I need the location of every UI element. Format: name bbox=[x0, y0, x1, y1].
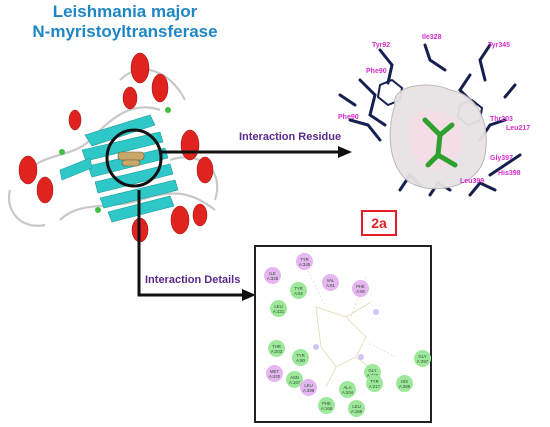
interaction-residue-label: Interaction Residue bbox=[238, 131, 343, 143]
label-3d-leu399: Leu399 bbox=[460, 178, 484, 185]
residue-number: A:167 bbox=[288, 379, 301, 385]
label-3d-tyr345: Tyr345 bbox=[488, 42, 510, 49]
residue-number: A:168 bbox=[320, 405, 333, 411]
label-3d-leu217: Leu217 bbox=[506, 125, 530, 132]
residue-number: A:420 bbox=[268, 373, 281, 379]
title-line-2: N-myristoyltransferase bbox=[32, 22, 218, 41]
residue-name: ALA bbox=[343, 384, 352, 390]
residue-number: A:169 bbox=[350, 408, 363, 414]
label-3d-ile328: Ile328 bbox=[422, 34, 442, 41]
residue-name: GLY bbox=[418, 353, 427, 359]
residue-name: ILE bbox=[269, 270, 276, 276]
residue-number: A:203 bbox=[270, 348, 283, 354]
residue-number: A:204 bbox=[341, 389, 354, 395]
arrow-head-right-top bbox=[338, 146, 352, 158]
residue-name: HIS bbox=[400, 378, 409, 384]
residue-name: TYR bbox=[300, 256, 309, 262]
residue-name: TYR bbox=[296, 352, 305, 358]
label-3d-phe90: Phe90 bbox=[366, 68, 387, 75]
residue-number: A:80 bbox=[296, 357, 305, 363]
residue-name: LEU bbox=[304, 382, 313, 388]
residue-name: THR bbox=[272, 343, 281, 349]
residue-name: TYR bbox=[370, 378, 379, 384]
residue-name: VAL bbox=[326, 277, 335, 283]
residue-number: A:217 bbox=[368, 383, 381, 389]
residue-number: A:398 bbox=[398, 383, 411, 389]
residue-name: ASN bbox=[290, 374, 299, 380]
residue-number: A:345 bbox=[298, 261, 311, 267]
label-3d-gly397: Gly397 bbox=[490, 155, 513, 162]
arrow-head-right-bottom bbox=[242, 289, 256, 301]
residue-number: A:397 bbox=[416, 358, 429, 364]
residue-name: GLY bbox=[368, 367, 377, 373]
interaction-details-label: Interaction Details bbox=[144, 274, 242, 286]
label-3d-tyr92: Tyr92 bbox=[372, 42, 390, 49]
residue-number: A:81 bbox=[326, 282, 335, 288]
residue-number: A:92 bbox=[294, 290, 303, 296]
residue-name: LEU bbox=[352, 403, 361, 409]
residue-number: A:328 bbox=[266, 275, 279, 281]
label-3d-thr203: Thr203 bbox=[490, 116, 513, 123]
residue-name: LEU bbox=[274, 303, 283, 309]
residue-name: MET bbox=[269, 368, 280, 374]
title-line-1: Leishmania major bbox=[52, 2, 198, 21]
residue-name: PHE bbox=[322, 400, 331, 406]
residue-name: TYR bbox=[294, 285, 303, 291]
label-3d-his398: His398 bbox=[498, 170, 521, 177]
binding-site-3d-view: Tyr92 Ile328 Tyr345 Phe90 Phe90 Leu217 T… bbox=[338, 34, 530, 197]
figure-label: 2a bbox=[361, 210, 397, 236]
residue-name: PHE bbox=[356, 283, 365, 289]
label-3d-phe90-b: Phe90 bbox=[338, 114, 359, 121]
residue-number: A:90 bbox=[356, 288, 365, 294]
residue-number: A:421 bbox=[272, 308, 285, 314]
residue-number: A:399 bbox=[302, 387, 315, 393]
